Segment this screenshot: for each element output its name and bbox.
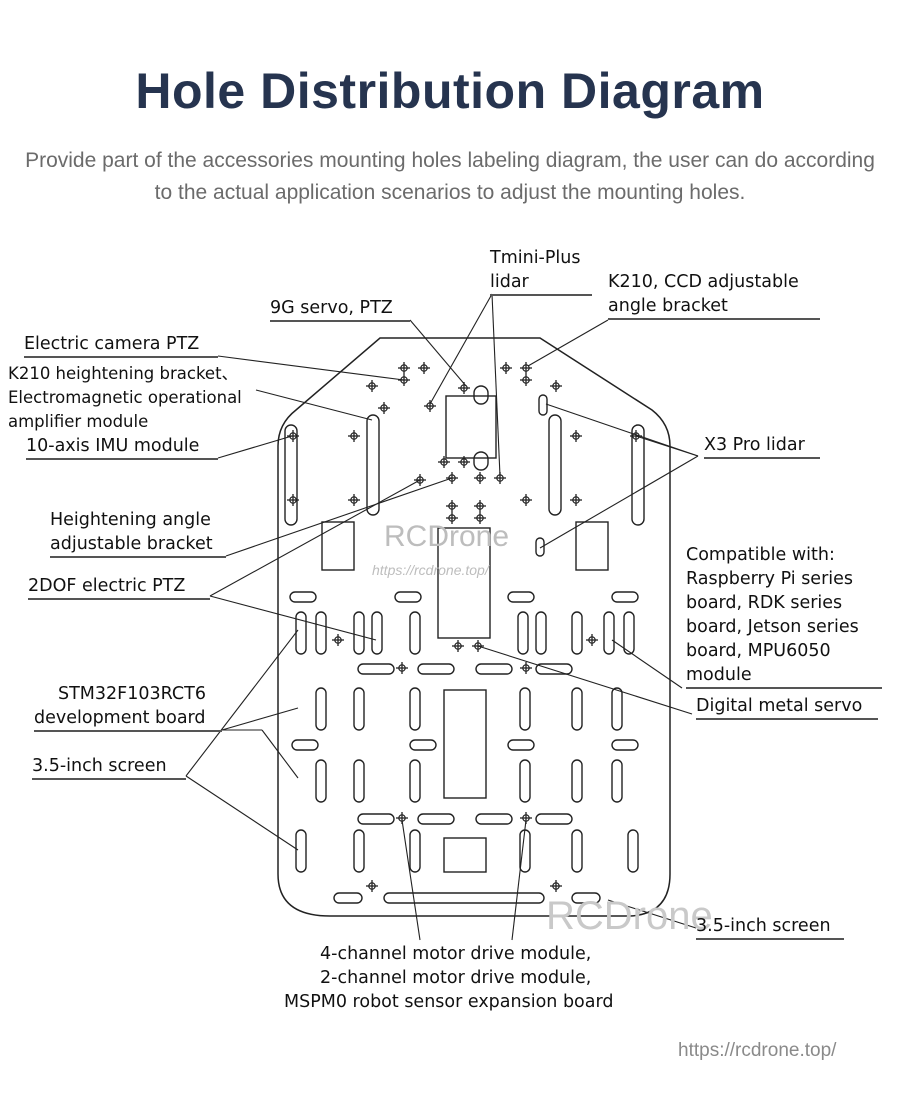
label-imu: 10-axis IMU module bbox=[26, 434, 218, 460]
label-stm-line1: STM32F103RCT6 bbox=[58, 684, 206, 704]
label-compat-1: Compatible with: bbox=[686, 545, 835, 565]
label-motor-1: 4-channel motor drive module, bbox=[320, 944, 592, 964]
label-motor-3: MSPM0 robot sensor expansion board bbox=[284, 992, 614, 1012]
label-tmini-line2: lidar bbox=[490, 270, 592, 296]
label-electromagnetic-line2: amplifier module bbox=[8, 412, 149, 431]
label-x3-lidar: X3 Pro lidar bbox=[704, 433, 820, 459]
mounting-holes bbox=[286, 361, 643, 893]
leader-lines bbox=[185, 293, 699, 941]
watermark-brand: RCDrone bbox=[384, 520, 510, 553]
label-tmini-line1: Tmini-Plus bbox=[490, 248, 581, 268]
label-electric-camera: Electric camera PTZ bbox=[24, 332, 218, 358]
label-electromagnetic-line1: Electromagnetic operational bbox=[8, 388, 242, 407]
label-heightening-line2: adjustable bracket bbox=[50, 532, 226, 558]
label-2dof-ptz: 2DOF electric PTZ bbox=[28, 574, 210, 600]
label-stm-line2: development board bbox=[34, 706, 222, 732]
label-compat-5: board, MPU6050 bbox=[686, 641, 831, 661]
label-compat-4: board, Jetson series bbox=[686, 617, 859, 637]
watermark-brand-large: RCDrone bbox=[546, 894, 713, 938]
footer-url: https://rcdrone.top/ bbox=[678, 1040, 837, 1061]
label-k210-height: K210 heightening bracket、 bbox=[8, 364, 239, 383]
page-subtitle: Provide part of the accessories mounting… bbox=[25, 149, 875, 204]
label-compat-6: module bbox=[686, 663, 882, 689]
page-title: Hole Distribution Diagram bbox=[135, 63, 765, 119]
label-screen-left: 3.5-inch screen bbox=[32, 754, 186, 780]
label-heightening-line1: Heightening angle bbox=[50, 510, 211, 530]
label-compat-2: Raspberry Pi series bbox=[686, 569, 854, 589]
label-compat-3: board, RDK series bbox=[686, 593, 843, 613]
label-screen-right: 3.5-inch screen bbox=[696, 914, 844, 940]
label-9g-servo: 9G servo, PTZ bbox=[270, 296, 410, 322]
watermark-url: https://rcdrone.top/ bbox=[372, 562, 489, 578]
chassis-slots bbox=[284, 385, 645, 904]
label-motor-2: 2-channel motor drive module, bbox=[320, 968, 592, 988]
chassis-outline bbox=[277, 337, 671, 917]
label-k210-ccd-line1: K210, CCD adjustable bbox=[608, 272, 799, 292]
label-k210-ccd-line2: angle bracket bbox=[608, 294, 820, 320]
label-digital-servo: Digital metal servo bbox=[696, 694, 878, 720]
